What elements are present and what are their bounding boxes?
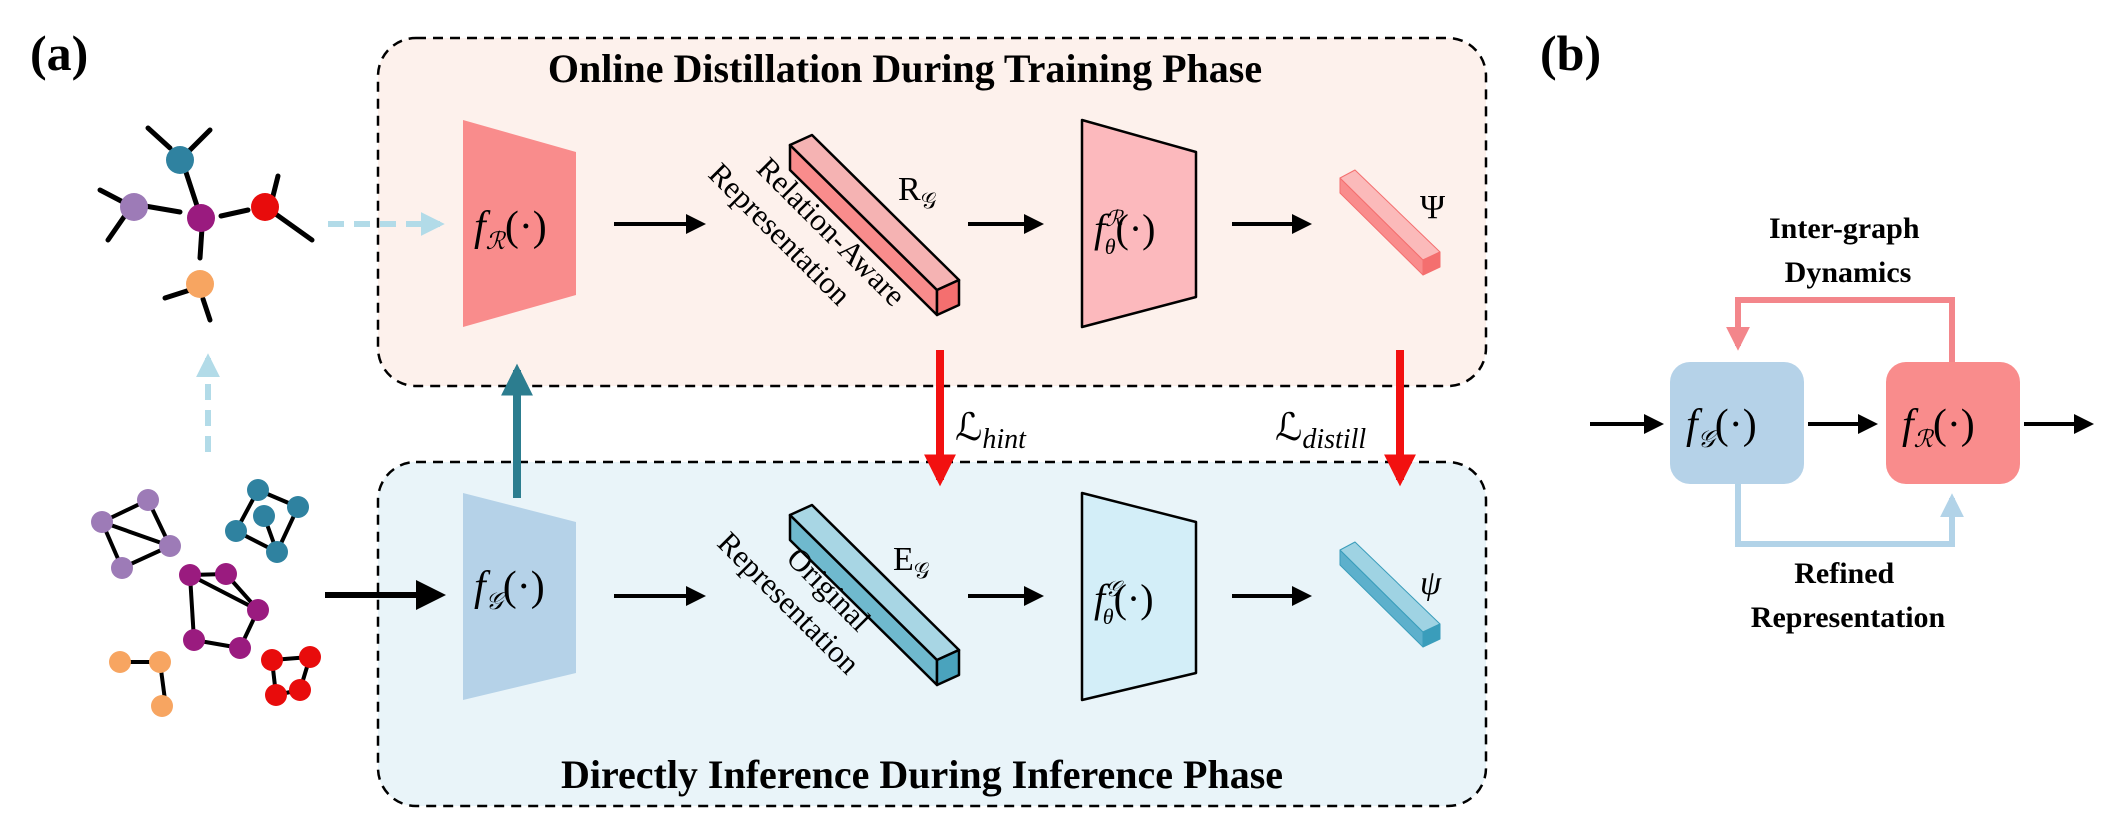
- panel-b-fR-label: fℛ(·): [1902, 402, 1975, 453]
- fR-encoder-label: fℛ(·): [474, 204, 547, 255]
- Psi-label: Ψ: [1420, 189, 1445, 226]
- ftheta-R-head-shape: [1080, 118, 1198, 329]
- refined-representation-arrow: [1735, 484, 1964, 547]
- graph-node-red: [251, 193, 279, 221]
- graph-node-magenta: [187, 204, 215, 232]
- panel-b-fR-box: [1886, 362, 2020, 484]
- psi-prism: [1339, 541, 1441, 648]
- ftheta-G-head-shape: [1080, 491, 1198, 702]
- psi-label: ψ: [1420, 565, 1442, 602]
- RG-label: R𝒢: [898, 171, 937, 213]
- multi-graph-icon: [100, 488, 312, 707]
- inter-graph-dynamics-label: Inter-graph Dynamics: [1769, 212, 1927, 289]
- distill-loss-label: ℒdistill: [1275, 407, 1366, 455]
- hint-loss-label: ℒhint: [955, 407, 1027, 455]
- graph-node-orange: [186, 270, 214, 298]
- panel-a-label: (a): [30, 25, 88, 81]
- panel-b-fG-label: f𝒢(·): [1686, 402, 1757, 453]
- inter-graph-feedback-arrow: [1726, 297, 1955, 362]
- inference-phase-title: Directly Inference During Inference Phas…: [561, 752, 1283, 797]
- refined-representation-label: Refined Representation: [1751, 557, 1946, 634]
- multi-graph-nodes: [91, 479, 321, 717]
- EG-label: E𝒢: [893, 541, 930, 583]
- training-phase-title: Online Distillation During Training Phas…: [548, 46, 1262, 91]
- Psi-prism: [1339, 169, 1441, 276]
- graph-node-teal: [166, 146, 194, 174]
- panel-b-fG-box: [1670, 362, 1804, 484]
- panel-b-label: (b): [1540, 25, 1601, 81]
- fG-encoder-label: f𝒢(·): [474, 564, 545, 615]
- graph-node-purple: [120, 193, 148, 221]
- training-phase-box: [376, 36, 1488, 388]
- RG-prism: [788, 133, 961, 317]
- fR-encoder-shape: [463, 120, 576, 327]
- fG-encoder-shape: [463, 493, 576, 700]
- EG-prism: [788, 503, 961, 687]
